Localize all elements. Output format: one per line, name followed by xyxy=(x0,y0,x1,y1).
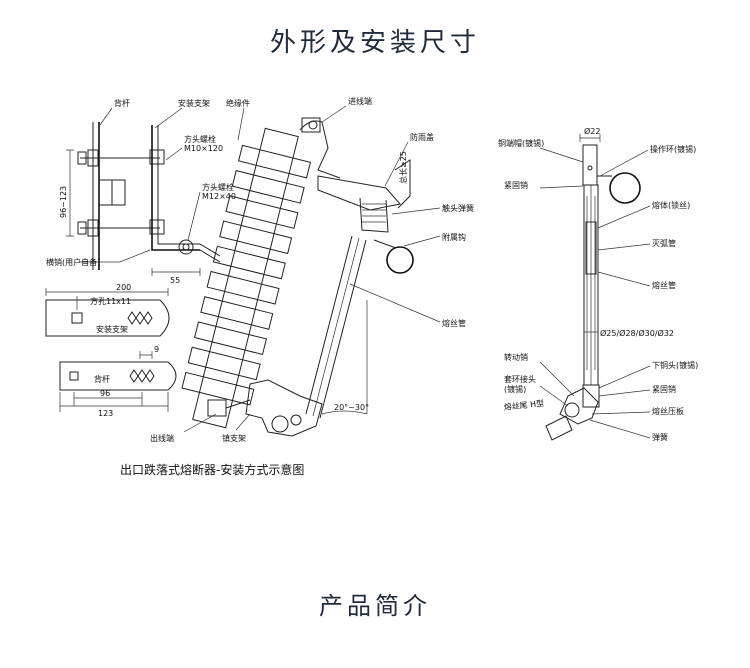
section-title: 产品简介 xyxy=(319,592,431,620)
label-set-pin: 紧固销 xyxy=(504,180,528,190)
diagram-caption: 出口跌落式熔断器-安装方式示意图 xyxy=(120,462,304,477)
label-rain-cover: 防雨盖 xyxy=(410,132,434,142)
label-fuse-tube-mid: 熔丝管 xyxy=(442,318,466,328)
label-outlet: 出线端 xyxy=(150,433,174,443)
label-back-bar: 背杆 xyxy=(114,98,130,108)
label-vertical-text: 总长≥25 xyxy=(398,151,408,184)
dim-96: 96 xyxy=(100,389,110,398)
label-fuse-plate: 熔丝压板 xyxy=(652,406,684,416)
label-contact-spring: 触头弹簧 xyxy=(442,203,474,213)
label-bolt2-spec: M12×40 xyxy=(202,192,236,201)
back-bar-plate-detail: 9 背杆 96 123 xyxy=(59,345,177,418)
label-pole: 横销(用户自备) xyxy=(46,257,100,267)
dim-123: 123 xyxy=(98,409,113,418)
label-arc-tube: 灭弧管 xyxy=(652,238,676,248)
label-spring: 弹簧 xyxy=(652,432,668,442)
bracket-plate-detail: 200 方孔11x11 安装支架 xyxy=(45,283,170,337)
label-diameters: Ø25/Ø28/Ø30/Ø32 xyxy=(600,328,674,338)
label-hook-joint-1: 套环接头 xyxy=(504,374,536,384)
dim-55: 55 xyxy=(170,276,180,285)
fuse-cutout-drawing: 绝缘件 进线端 防雨盖 触头弹簧 附属钩 熔丝管 出线端 镇支架 20°~30°… xyxy=(150,96,474,443)
label-bolt1-name: 方头螺栓 xyxy=(184,134,216,144)
label-tail: 熔丝尾 H型 xyxy=(503,398,544,412)
dim-22: Ø22 xyxy=(584,126,600,136)
label-bracket-text: 安装支架 xyxy=(96,324,128,334)
label-bolt1-spec: M10×120 xyxy=(184,144,223,153)
label-angle: 20°~30° xyxy=(334,403,369,412)
label-lower-cap: 下铜头(镀锡) xyxy=(652,360,698,370)
label-square-hole: 方孔11x11 xyxy=(90,296,131,306)
label-insulator: 绝缘件 xyxy=(226,98,250,108)
label-hook-joint-2: (镀锡) xyxy=(504,384,526,394)
page-title: 外形及安装尺寸 xyxy=(269,28,480,58)
label-mount-bracket: 安装支架 xyxy=(178,98,210,108)
fuse-tube-drawing: Ø22 铜端帽(镀锡) 紧固销 操作环(镀锡) 熔体(锁丝) 灭弧管 熔丝管 Ø… xyxy=(498,126,698,442)
label-melt: 熔体(锁丝) xyxy=(652,200,690,210)
label-set-pin2: 紧固销 xyxy=(652,384,676,394)
dim-vertical: 96~123 xyxy=(59,186,68,218)
mount-bracket-drawing: 背杆 安装支架 方头螺栓 M10×120 方头螺栓 M12×40 横销(用户自备… xyxy=(46,98,236,285)
label-bolt2-name: 方头螺栓 xyxy=(202,182,234,192)
label-op-ring: 操作环(镀锡) xyxy=(650,144,696,154)
dim-9: 9 xyxy=(154,345,159,354)
label-rotating-pin: 转动销 xyxy=(504,352,528,362)
label-inlet: 进线端 xyxy=(348,96,372,106)
label-backbar-text: 背杆 xyxy=(94,374,110,384)
label-copper-cap: 铜端帽(镀锡) xyxy=(498,138,544,148)
label-fuse-tube-right: 熔丝管 xyxy=(652,280,676,290)
dim-200: 200 xyxy=(116,283,131,292)
label-lower-bracket: 镇支架 xyxy=(222,433,246,443)
label-hook: 附属钩 xyxy=(442,232,466,242)
